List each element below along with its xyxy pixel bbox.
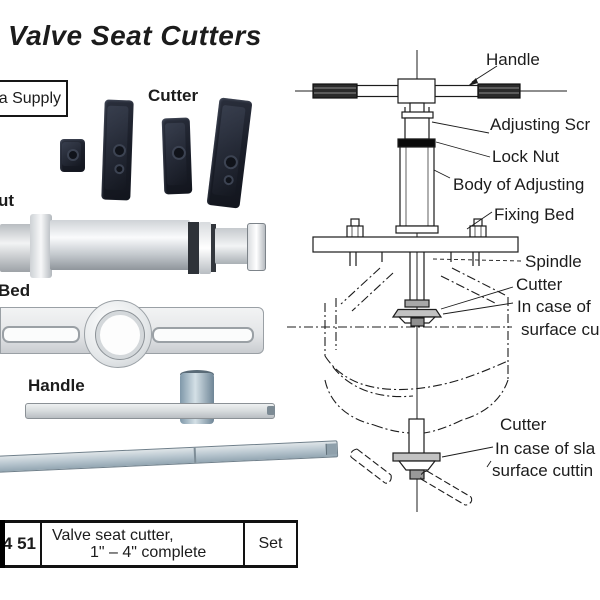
- handle-photo-label: Handle: [28, 376, 85, 395]
- diagram-body-of-adjusting-label: Body of Adjusting: [453, 175, 585, 194]
- catalog-table: 4 51 Valve seat cutter, 1" – 4" complete…: [0, 520, 298, 568]
- nut-label: ut: [0, 191, 15, 210]
- table-cell-code: 4 51: [0, 523, 42, 565]
- diagram-cutter-flat-label: Cutter: [516, 275, 563, 294]
- diagram-flat-case-line2: surface cu: [521, 320, 600, 339]
- cylinder-shaft: [215, 228, 249, 264]
- description-line-2: 1" – 4" complete: [90, 544, 207, 561]
- code-column-crop-bar: [0, 520, 5, 568]
- supply-box: a Supply: [0, 80, 68, 117]
- table-cell-description: Valve seat cutter, 1" – 4" complete: [42, 523, 245, 565]
- diagram-adjusting-screw-label: Adjusting Scr: [490, 115, 591, 134]
- diagram-slant-case-line1: In case of sla: [495, 439, 596, 458]
- lock-ring-light: [199, 222, 211, 274]
- page-title: Valve Seat Cutters: [8, 20, 262, 51]
- cylinder-body: [50, 220, 190, 270]
- bed-hole: [96, 311, 144, 359]
- diagram-fixing-bed-label: Fixing Bed: [494, 205, 575, 224]
- rod-tip: [325, 443, 338, 455]
- bed-slot-right: [152, 327, 254, 343]
- diagram-handle-label: Handle: [486, 50, 540, 69]
- adjusting-body-photo: [0, 212, 266, 278]
- lock-ring-dark-2: [211, 224, 216, 272]
- diagram-slant-case-line2: surface cuttin: [492, 461, 594, 480]
- handle-bar-tip: [267, 406, 275, 415]
- description-line-1: Valve seat cutter,: [52, 527, 174, 544]
- diagram-lock-nut-label: Lock Nut: [492, 147, 560, 166]
- arrowhead-icon: [468, 78, 478, 86]
- cylinder-end-flange: [247, 223, 266, 271]
- fixing-bed-photo: [0, 300, 266, 368]
- cutter-photos-label: Cutter: [148, 86, 199, 105]
- bed-slot-left: [2, 326, 80, 343]
- diagram-spindle-label: Spindle: [525, 252, 582, 271]
- supply-box-label: a Supply: [0, 89, 61, 107]
- diagram-flat-case-line1: In case of: [517, 297, 591, 316]
- t-handle-photo: [20, 370, 276, 428]
- handle-bar: [25, 403, 275, 419]
- bed-label: Bed: [0, 281, 31, 300]
- diagram-cutter-slant-label: Cutter: [500, 415, 547, 434]
- cutter-photo-1: [101, 99, 134, 201]
- rod-step: [193, 447, 197, 463]
- table-cell-unit: Set: [258, 535, 283, 552]
- cylinder-end-cap: [0, 224, 32, 272]
- cylinder-collar: [30, 214, 52, 278]
- lock-ring-dark: [188, 222, 199, 274]
- cutter-photo-2: [161, 117, 193, 195]
- cutter-hole: [67, 149, 79, 161]
- cutter-photo-small: [60, 139, 85, 172]
